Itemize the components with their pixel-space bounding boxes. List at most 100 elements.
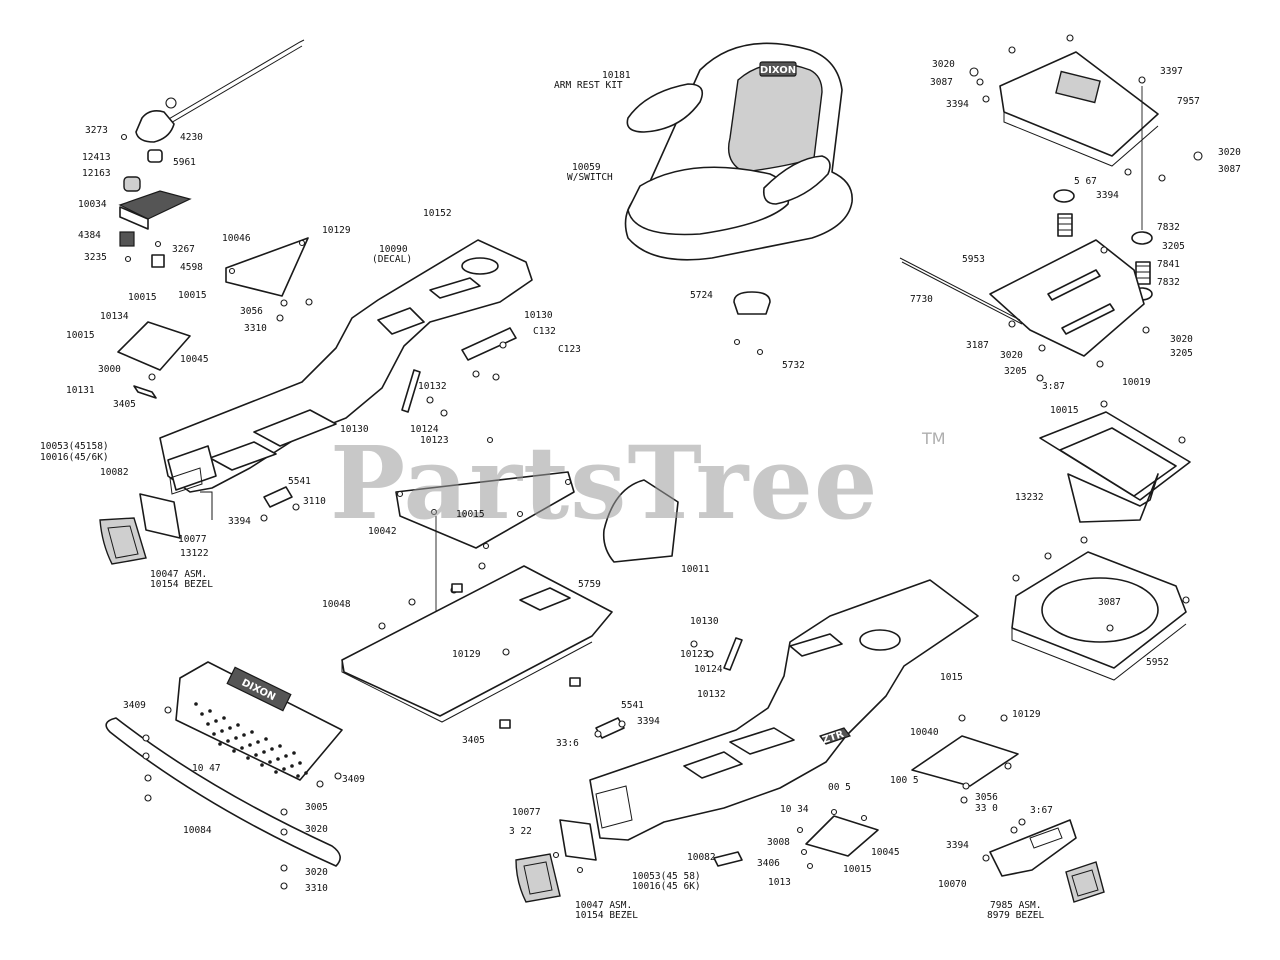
part-callout-c100: 100 5 <box>890 775 919 786</box>
part-callout-c80: 3087 <box>1098 597 1121 608</box>
part-callout-c24: 10131 <box>66 385 95 396</box>
part-callout-c86: 1015 <box>940 672 963 683</box>
watermark-text: PartsTree <box>330 424 879 542</box>
part-callout-c68: 7841 <box>1157 259 1180 270</box>
part-callout-c79: 13232 <box>1015 492 1044 503</box>
part-callout-c85: 10132 <box>697 689 726 700</box>
cover-plate-10045-right <box>796 808 879 870</box>
part-callout-c71: 3187 <box>966 340 989 351</box>
part-callout-c56: 3020 <box>932 59 955 70</box>
part-callout-c70: 7730 <box>910 294 933 305</box>
part-callout-c61: 3020 <box>1218 147 1241 158</box>
seat-brand-decal: DIXON <box>760 65 796 76</box>
part-callout-c44: 10042 <box>368 526 397 537</box>
front-bumper-10084 <box>105 717 341 890</box>
grille-hole <box>278 744 282 748</box>
part-callout-c66: 3205 <box>1162 241 1185 252</box>
part-callout-c19: 10015 <box>128 292 157 303</box>
part-callout-c42: 10154 BEZEL <box>150 579 213 590</box>
grille-hole <box>274 770 278 774</box>
part-callout-c110: 1013 <box>768 877 791 888</box>
part-callout-c83: 10123 <box>680 649 709 660</box>
grille-hole <box>212 732 216 736</box>
part-callout-c57: 3087 <box>930 77 953 88</box>
grille-hole <box>226 739 230 743</box>
grille-hole <box>254 753 258 757</box>
part-callout-c04: 5961 <box>173 157 196 168</box>
part-callout-c98: 10129 <box>1012 709 1041 720</box>
part-callout-c58: 3394 <box>946 99 969 110</box>
right-console-body: ZTR <box>589 579 979 841</box>
part-callout-c03: 12413 <box>82 152 111 163</box>
part-callout-c32: 10123 <box>420 435 449 446</box>
tail-bracket-10070 <box>982 818 1105 903</box>
part-callout-c05: 12163 <box>82 168 111 179</box>
grille-hole <box>248 743 252 747</box>
part-callout-c02: 4230 <box>180 132 203 143</box>
part-callout-c52: 10059 <box>572 162 601 173</box>
part-callout-c43: 10015 <box>456 509 485 520</box>
cover-plate-10046 <box>225 237 313 322</box>
part-callout-c102: 33 0 <box>975 803 998 814</box>
grille-hole <box>218 742 222 746</box>
part-callout-c09: 3235 <box>84 252 107 263</box>
part-callout-c16: 10152 <box>423 208 452 219</box>
part-callout-c65: 7832 <box>1157 222 1180 233</box>
partstree-watermark: PartsTree TM <box>330 424 946 542</box>
part-callout-c06: 10034 <box>78 199 107 210</box>
part-callout-c38: 3394 <box>228 516 251 527</box>
part-callout-c108: 3406 <box>757 858 780 869</box>
seat-mount-plate-7957 <box>969 34 1203 230</box>
part-callout-c46: 5759 <box>578 579 601 590</box>
grille-hole <box>290 764 294 768</box>
part-callout-c28: C123 <box>558 344 581 355</box>
part-callout-c112: 10077 <box>512 807 541 818</box>
part-callout-c115: 10053(45 58) <box>632 871 701 882</box>
grille-hole <box>282 767 286 771</box>
part-callout-c30: 10130 <box>340 424 369 435</box>
part-callout-c11: 10046 <box>222 233 251 244</box>
part-callout-c64: 3394 <box>1096 190 1119 201</box>
part-callout-c74: 3205 <box>1170 348 1193 359</box>
grille-hole <box>240 746 244 750</box>
part-callout-c93: 3005 <box>305 802 328 813</box>
part-callout-c62: 3087 <box>1218 164 1241 175</box>
part-callout-c40: 13122 <box>180 548 209 559</box>
part-callout-c27: C132 <box>533 326 556 337</box>
grille-hole <box>228 726 232 730</box>
grille-hole <box>236 723 240 727</box>
part-callout-c90: 3409 <box>123 700 146 711</box>
part-callout-c118: 10154 BEZEL <box>575 910 638 921</box>
part-callout-c73: 3020 <box>1170 334 1193 345</box>
part-callout-c48: 10129 <box>452 649 481 660</box>
part-callout-c114: 10082 <box>687 852 716 863</box>
part-callout-c88: 3394 <box>637 716 660 727</box>
brackets-right-lower <box>594 637 743 739</box>
grille-hole <box>256 740 260 744</box>
part-callout-c99: 10040 <box>910 727 939 738</box>
part-callout-c82: 10130 <box>690 616 719 627</box>
part-callout-c75: 3205 <box>1004 366 1027 377</box>
part-callout-c33: 10053(45158) <box>40 441 109 452</box>
part-callout-c92: 3409 <box>342 774 365 785</box>
grille-hole <box>262 750 266 754</box>
part-callout-c25: 3405 <box>113 399 136 410</box>
part-callout-c111: 3394 <box>946 840 969 851</box>
headlight-bezel-left <box>99 493 181 565</box>
brackets-10130-10132 <box>260 327 517 522</box>
grille-hole <box>222 716 226 720</box>
part-callout-c54: 5724 <box>690 290 713 301</box>
part-callout-c41: 10047 ASM. <box>150 569 207 580</box>
part-callout-c103: 00 5 <box>828 782 851 793</box>
part-callout-c31: 10124 <box>410 424 439 435</box>
part-callout-c60: 7957 <box>1177 96 1200 107</box>
part-callout-c53: W/SWITCH <box>567 172 613 183</box>
part-callout-c107: 3008 <box>767 837 790 848</box>
part-callout-c113: 3 22 <box>509 826 532 837</box>
part-callout-c12: 10129 <box>322 225 351 236</box>
part-callout-c50: 10181 <box>602 70 631 81</box>
part-callout-c07: 4384 <box>78 230 101 241</box>
grille-hole <box>220 729 224 733</box>
part-callout-c59: 3397 <box>1160 66 1183 77</box>
